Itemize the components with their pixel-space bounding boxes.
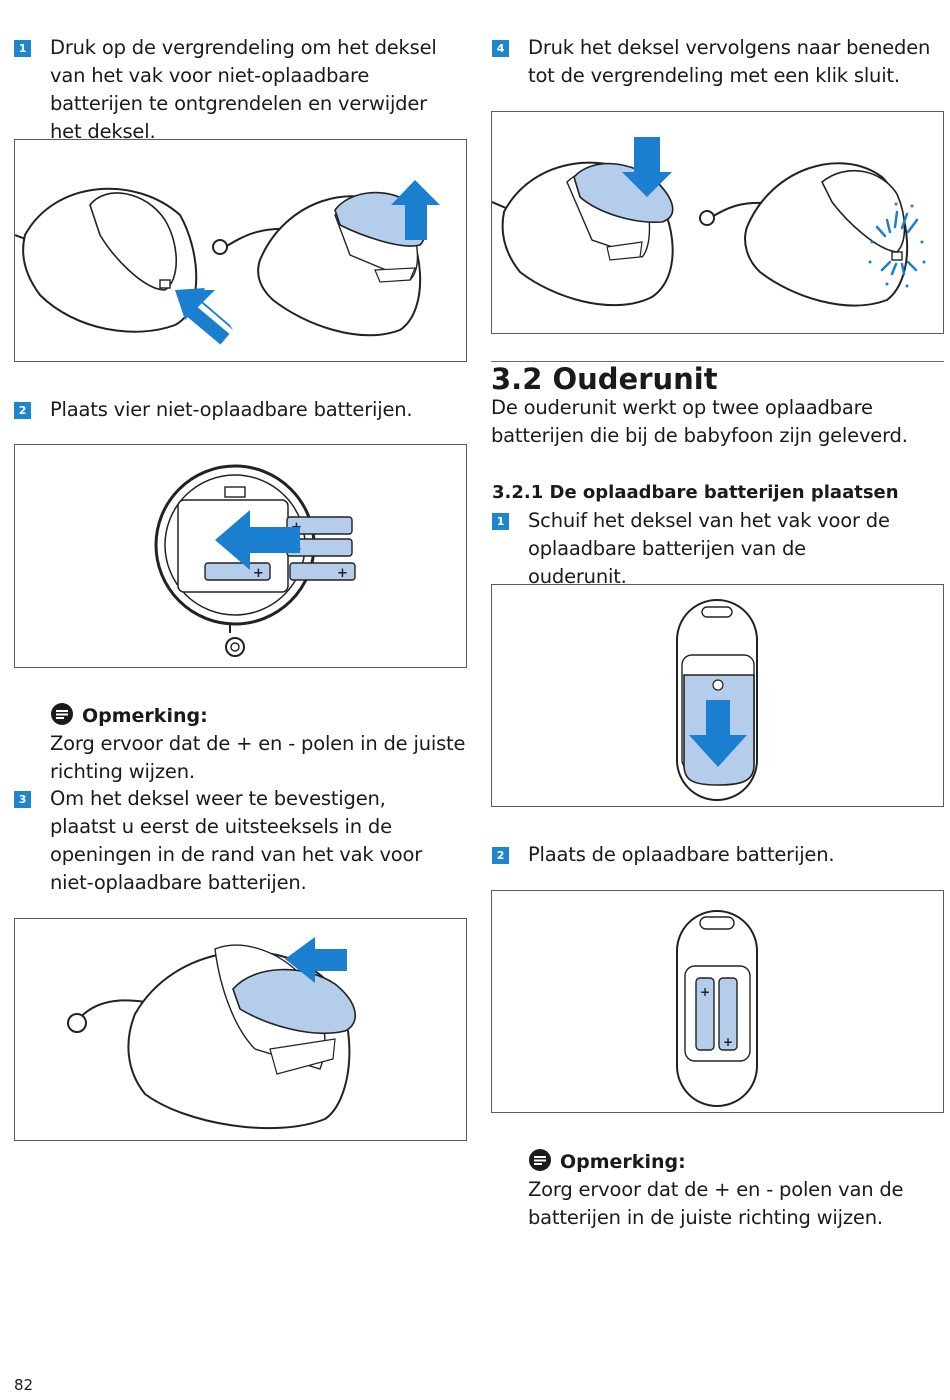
step-number: 1 (14, 40, 31, 57)
svg-text:+: + (337, 566, 348, 581)
plus-sign: + (700, 985, 710, 999)
note-icon (51, 703, 73, 725)
figure-attach-cover (14, 918, 467, 1141)
step-text: Druk op de vergrendeling om het deksel v… (50, 36, 437, 143)
plus-sign: + (723, 1035, 733, 1049)
svg-text:+: + (253, 566, 264, 581)
step-number: 3 (14, 791, 31, 808)
section-text: De ouderunit werkt op twee oplaadbare ba… (491, 396, 908, 447)
figure-insert-batteries: + + + + (14, 444, 467, 668)
note-left: Opmerking: Zorg ervoor dat de + en - pol… (50, 702, 470, 786)
page-number: 82 (14, 1376, 34, 1394)
step-number: 2 (492, 847, 509, 864)
figure-close-cover (491, 111, 944, 334)
figure-slide-cover (491, 584, 944, 807)
section-title: 3.2 Ouderunit (491, 362, 718, 396)
note-right: Opmerking: Zorg ervoor dat de + en - pol… (528, 1148, 943, 1232)
section-3-2: 3.2 Ouderunit De ouderunit werkt op twee… (491, 362, 946, 450)
subsection-title: 3.2.1 De oplaadbare batterijen plaatsen (492, 482, 899, 503)
note-text: Zorg ervoor dat de + en - polen van de b… (528, 1178, 904, 1229)
note-title: Opmerking: (82, 705, 208, 727)
step-text: Druk het deksel vervolgens naar beneden … (528, 36, 931, 87)
step-text: Plaats de oplaadbare batterijen. (528, 843, 835, 866)
note-icon (529, 1149, 551, 1171)
step-text: Schuif het deksel van het vak voor de op… (528, 509, 890, 588)
step-number: 2 (14, 402, 31, 419)
step-number: 4 (492, 40, 509, 57)
figure-rechargeable-batteries: + + (491, 890, 944, 1113)
figure-open-cover (14, 139, 467, 362)
step-text: Om het deksel weer te bevestigen, plaats… (50, 787, 423, 894)
note-text: Zorg ervoor dat de + en - polen in de ju… (50, 732, 466, 783)
note-title: Opmerking: (560, 1151, 686, 1173)
step-text: Plaats vier niet-oplaadbare batterijen. (50, 398, 413, 421)
step-number: 1 (492, 513, 509, 530)
section-rule (491, 361, 944, 362)
